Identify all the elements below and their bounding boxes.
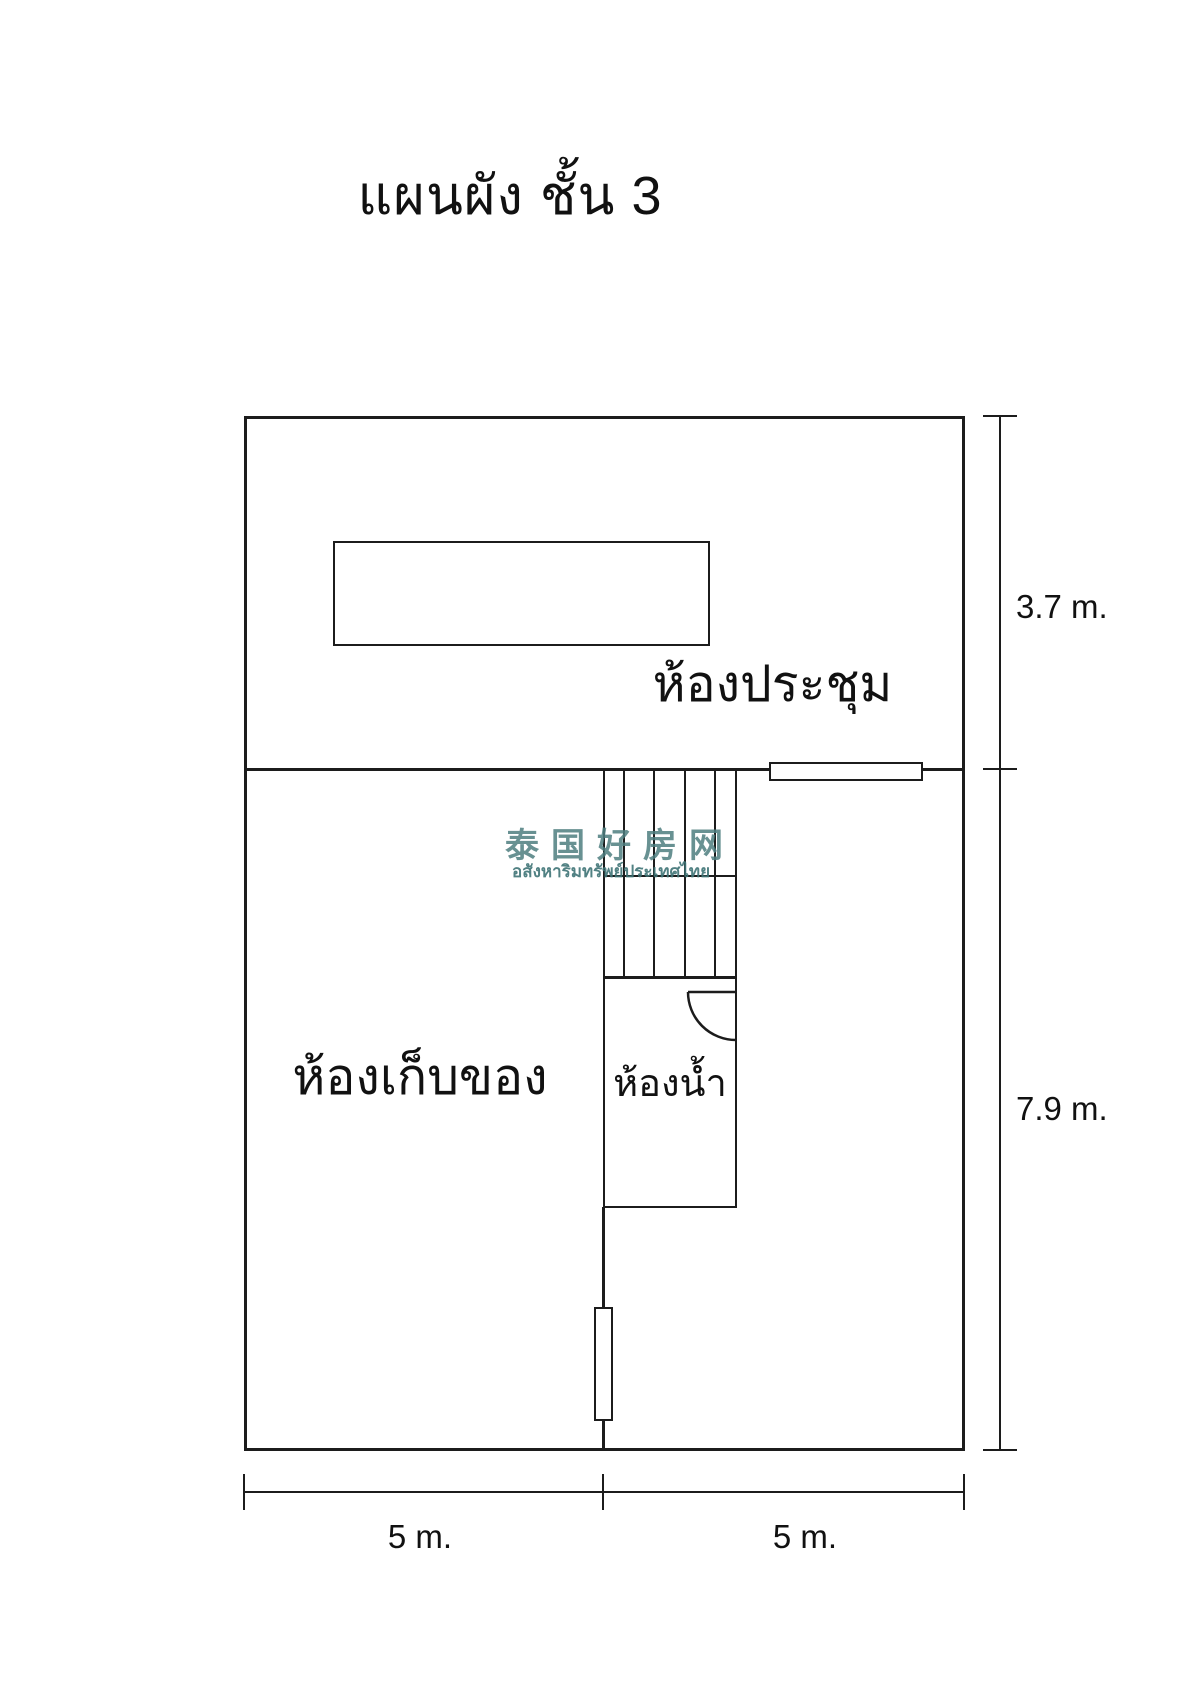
- dimension-tick: [963, 1474, 965, 1510]
- page-title: แผนผัง ชั้น 3: [357, 166, 663, 226]
- bathroom-walls: [603, 977, 737, 1208]
- dimension-tick: [983, 415, 1017, 417]
- meeting-room-label: ห้องประชุม: [652, 656, 893, 712]
- lower-door-icon: [594, 1307, 613, 1421]
- meeting-room-table: [333, 541, 710, 646]
- stair-landing-line: [605, 875, 735, 877]
- dimension-label-5m-left: 5 m.: [387, 1518, 453, 1555]
- dimension-label-5m-right: 5 m.: [772, 1518, 838, 1555]
- dimension-tick: [243, 1474, 245, 1510]
- stair-tread-line: [714, 771, 716, 976]
- dimension-line-bottom: [244, 1491, 965, 1493]
- dimension-tick: [983, 1449, 1017, 1451]
- storage-room-label: ห้องเก็บของ: [292, 1049, 548, 1105]
- dimension-tick: [602, 1474, 604, 1510]
- dimension-label-3-7m: 3.7 m.: [1016, 588, 1108, 625]
- watermark-tagline-th: อสังหาริมทรัพย์ประเทศไทย: [512, 862, 711, 881]
- dimension-tick: [983, 768, 1017, 770]
- dimension-label-7-9m: 7.9 m.: [1016, 1090, 1108, 1127]
- bathroom-label: ห้องน้ำ: [613, 1063, 727, 1105]
- stair-tread-line: [653, 771, 655, 976]
- stair-tread-line: [623, 771, 625, 976]
- sliding-door-icon: [769, 762, 923, 781]
- watermark-logo-cn: 泰国好房网: [505, 827, 735, 865]
- dimension-line-right: [999, 416, 1001, 1451]
- door-swing-icon: [686, 990, 737, 1042]
- stair-tread-line: [684, 771, 686, 976]
